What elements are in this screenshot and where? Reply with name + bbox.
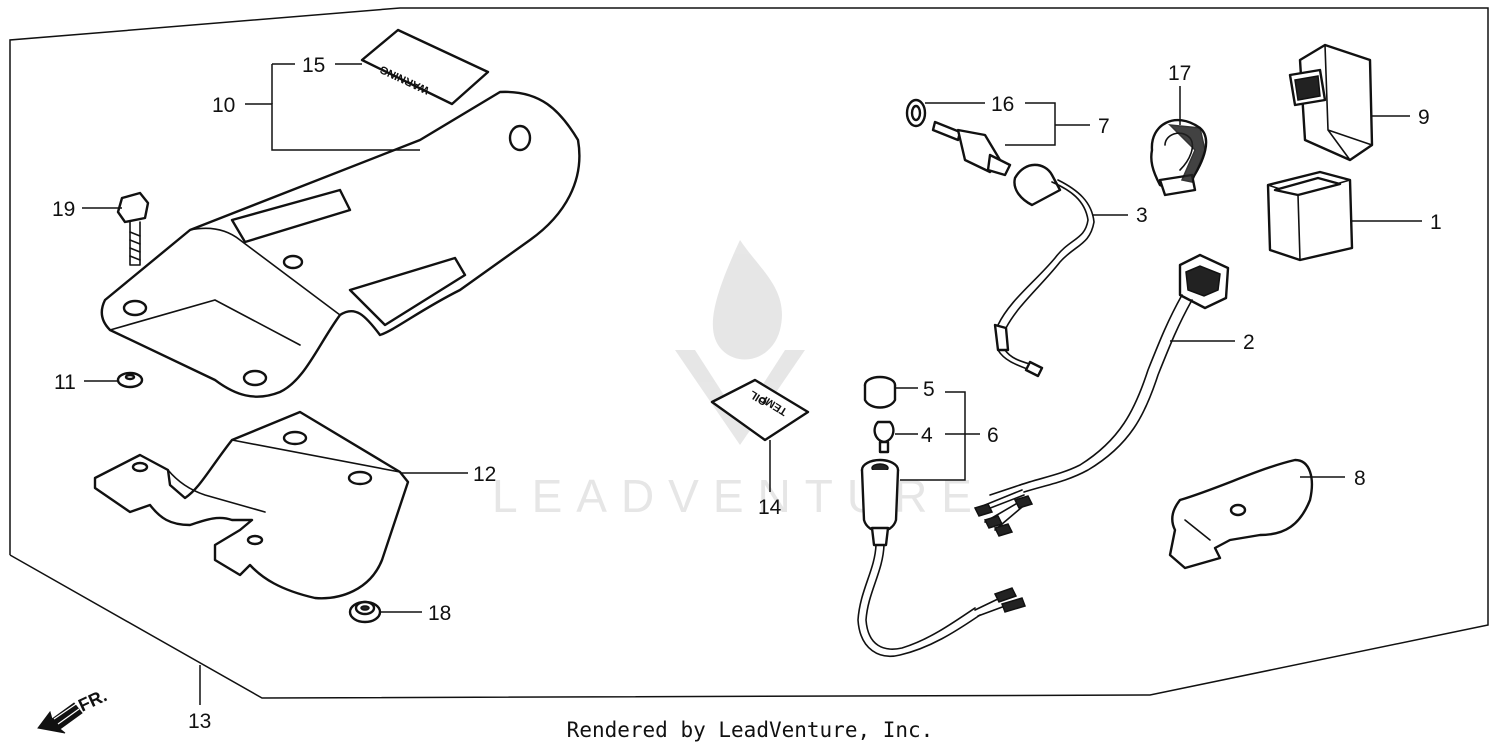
cover-plate — [1168, 458, 1314, 570]
footer-credit: Rendered by LeadVenture, Inc. — [566, 718, 934, 742]
lower-bracket — [93, 410, 410, 600]
indicator-bulb — [873, 420, 895, 454]
watermark-text: LEADVENTURE — [492, 470, 986, 522]
callout-10: 10 — [212, 94, 235, 117]
wire-harness — [973, 253, 1230, 537]
washer — [116, 371, 144, 389]
callout-17: 17 — [1168, 62, 1191, 85]
callout-13: 13 — [188, 710, 211, 733]
leader-lines — [82, 63, 1422, 705]
group-boundary — [9, 7, 1489, 699]
callout-18: 18 — [428, 602, 451, 625]
warning-decal: WARNING — [360, 28, 490, 106]
sealing-washer — [905, 98, 927, 128]
callout-6: 6 — [987, 424, 999, 447]
indicator-socket — [857, 458, 1026, 657]
sensor-cable — [993, 163, 1095, 378]
oil-temp-decal: OIL TEMP — [710, 378, 810, 442]
main-bracket — [100, 90, 581, 398]
callout-7: 7 — [1098, 115, 1110, 138]
callout-3: 3 — [1136, 204, 1148, 227]
callout-14: 14 — [758, 496, 782, 519]
control-module — [1288, 43, 1374, 162]
indicator-cap — [863, 375, 897, 409]
callout-9: 9 — [1418, 106, 1430, 129]
callout-11: 11 — [54, 371, 76, 394]
callout-8: 8 — [1354, 467, 1366, 490]
cable-clamp — [1150, 118, 1208, 197]
callout-1: 1 — [1430, 211, 1442, 234]
flange-nut — [348, 600, 382, 624]
callout-15: 15 — [302, 54, 325, 77]
callout-5: 5 — [923, 378, 935, 401]
watermark-logo — [675, 240, 805, 445]
callout-4: 4 — [921, 424, 933, 447]
rubber-mount — [1266, 170, 1354, 262]
temperature-sensor — [931, 120, 1012, 177]
callout-12: 12 — [473, 463, 496, 486]
callout-2: 2 — [1243, 331, 1255, 354]
front-arrow-icon — [37, 702, 83, 734]
callout-16: 16 — [991, 93, 1014, 116]
flange-bolt — [116, 191, 150, 266]
callout-19: 19 — [52, 198, 75, 221]
